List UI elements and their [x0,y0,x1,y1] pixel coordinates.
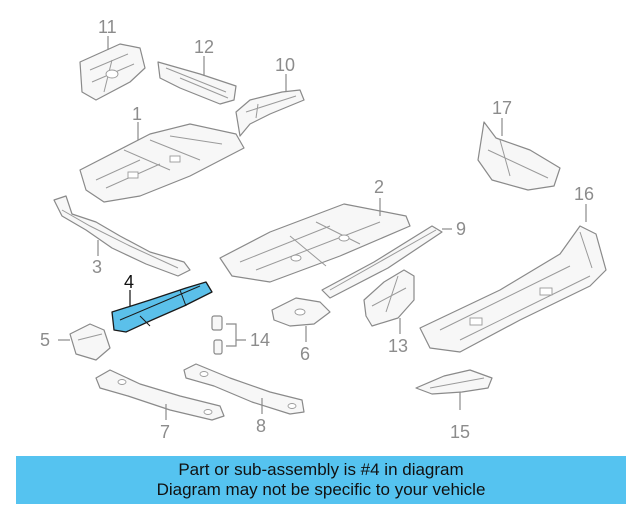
callout-1: 1 [132,104,142,124]
part-6-mount[interactable] [271,297,331,327]
part-10-bracket[interactable] [235,89,305,137]
part-11-rear-panel[interactable] [79,43,146,101]
callout-10: 10 [275,55,295,75]
info-banner: Part or sub-assembly is #4 in diagram Di… [16,456,626,504]
callout-8: 8 [256,416,266,436]
callout-9: 9 [456,219,466,239]
part-14-fasteners[interactable] [211,315,223,355]
part-8-crossmember[interactable] [183,363,305,415]
callout-3: 3 [92,257,102,277]
part-12-rail[interactable] [157,61,237,105]
part-4-crossmember[interactable] [111,281,213,333]
part-1-floor-pan-front[interactable] [79,123,245,203]
part-17-panel[interactable] [477,121,561,191]
callout-7: 7 [160,422,170,442]
part-2-floor-pan-center[interactable] [219,203,411,283]
callout-15: 15 [450,422,470,442]
callout-11: 11 [98,17,117,37]
callout-4: 4 [124,272,134,292]
part-13-bracket[interactable] [363,269,415,327]
banner-line-2: Diagram may not be specific to your vehi… [156,480,486,499]
part-9-sill[interactable] [321,225,443,299]
part-15-bracket[interactable] [415,369,493,395]
part-7-crossmember[interactable] [95,369,225,421]
callout-17: 17 [492,98,512,118]
callout-6: 6 [300,344,310,364]
callout-2: 2 [374,177,384,197]
callout-13: 13 [388,336,408,356]
banner-line-1: Part or sub-assembly is #4 in diagram [178,460,464,479]
callout-16: 16 [574,184,594,204]
part-5-bracket[interactable] [69,323,111,361]
callout-14: 14 [250,330,270,350]
part-16-floor-pan-rear[interactable] [419,225,607,353]
callout-5: 5 [40,330,50,350]
callout-12: 12 [194,37,214,57]
part-3-side-rail[interactable] [53,195,191,277]
parts-diagram: 11 12 10 1 3 2 9 [40,17,607,442]
